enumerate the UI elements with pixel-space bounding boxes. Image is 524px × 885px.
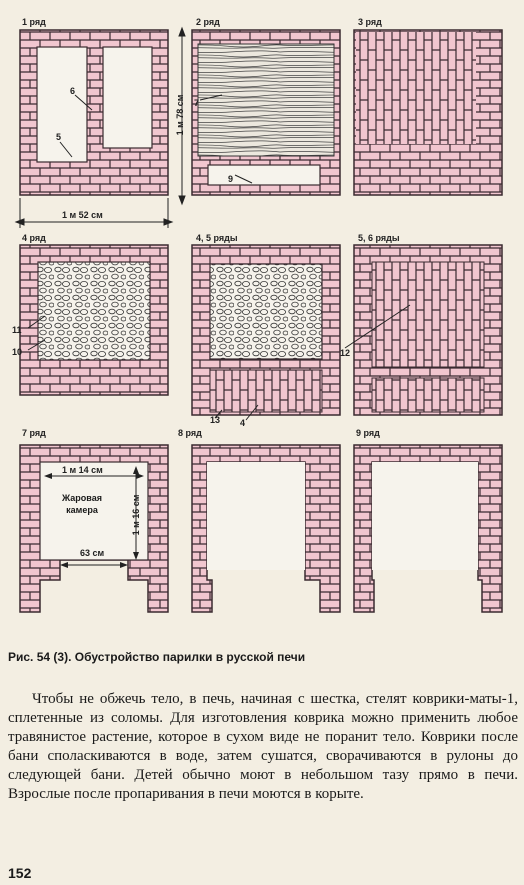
callout-5: 5: [56, 132, 62, 142]
callout-7: 7: [194, 98, 200, 108]
callout-9: 9: [228, 174, 234, 184]
chamber-label-line2: камера: [66, 505, 98, 515]
callout-6: 6: [70, 86, 76, 96]
panel-title-4: 4 ряд: [22, 233, 46, 243]
width-dimension-label: 1 м 52 см: [62, 210, 103, 220]
panel-1: [19, 29, 169, 196]
height-dimension-label: 1 м 78 см: [175, 94, 185, 136]
chamber-height-label: 1 м 16 см: [131, 494, 141, 536]
chamber-label-line1: Жаровая: [62, 493, 102, 503]
opening-label: 63 см: [80, 548, 105, 558]
callout-12: 12: [340, 348, 351, 358]
panel-3: [353, 29, 503, 196]
figure-caption: Рис. 54 (3). Обустройство парилки в русс…: [8, 650, 306, 664]
page-number: 152: [8, 865, 32, 881]
panel-6: [344, 244, 503, 416]
callout-11: 11: [12, 325, 22, 335]
panel-title-8: 8 ряд: [178, 428, 202, 438]
panel-title-5: 4, 5 ряды: [196, 233, 238, 243]
panel-title-6: 5, 6 ряды: [358, 233, 400, 243]
panel-title-9: 9 ряд: [356, 428, 380, 438]
dimension-lines: [14, 26, 186, 228]
callout-13: 13: [210, 415, 221, 425]
callout-10: 10: [12, 347, 23, 357]
panel-title-7: 7 ряд: [22, 428, 46, 438]
callout-4: 4: [240, 418, 246, 428]
panel-5: [191, 244, 341, 421]
panel-title-2: 2 ряд: [196, 17, 220, 27]
furnace-drawings: [14, 26, 503, 613]
chamber-label: Жаровая камера: [52, 492, 112, 516]
panel-8: [191, 444, 341, 613]
chamber-width-label: 1 м 14 см: [62, 465, 103, 475]
panel-title-1: 1 ряд: [22, 17, 46, 27]
panel-title-3: 3 ряд: [358, 17, 382, 27]
panel-4: [19, 244, 169, 396]
figure: 1 ряд 2 ряд 3 ряд 4 ряд 4, 5 ряды 5, 6 р…: [12, 17, 503, 613]
panel-7: [19, 444, 169, 613]
body-paragraph: Чтобы не обжечь тело, в печь, начиная с …: [8, 691, 518, 802]
panel-9: [353, 444, 503, 613]
panel-2: [191, 29, 341, 196]
